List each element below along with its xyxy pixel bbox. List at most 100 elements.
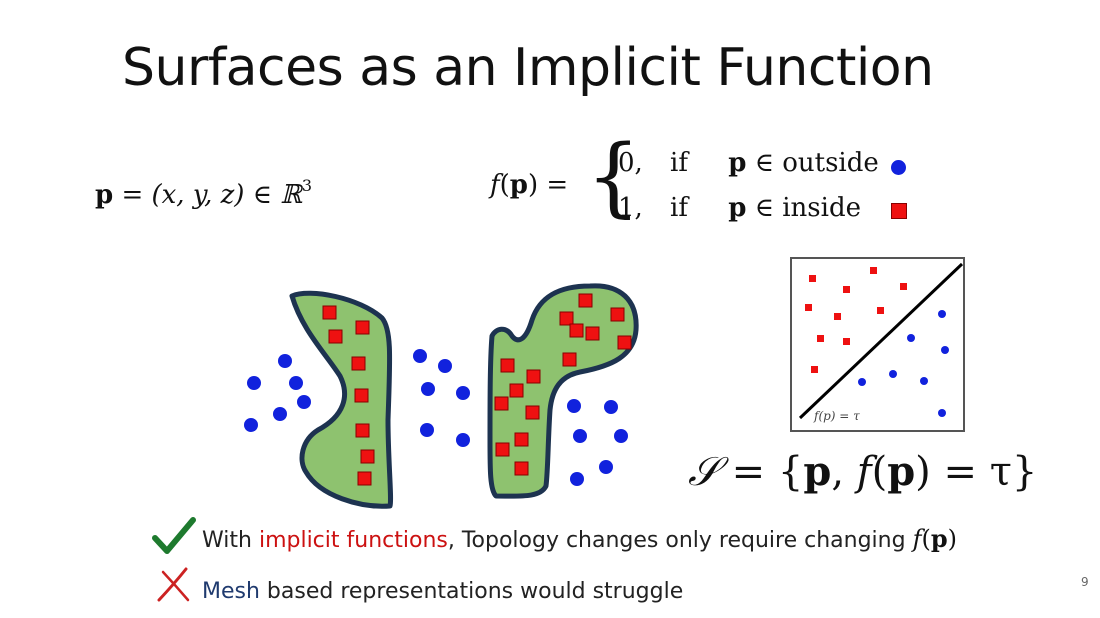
case-outside: 0, if p ∈ outside	[618, 148, 879, 178]
boundary-line	[798, 262, 964, 420]
red-square-icon	[834, 313, 841, 320]
surface-eq-open: = {	[718, 449, 804, 495]
blue-dot-icon	[289, 376, 303, 390]
inset-outside-points	[858, 310, 949, 417]
bullet-math-p: p	[930, 524, 948, 553]
case-inside-if: if	[670, 193, 688, 223]
point-symbol: p	[95, 180, 114, 210]
case-inside-value: 1,	[618, 193, 643, 223]
red-square-icon	[355, 320, 370, 335]
red-square-icon	[354, 388, 369, 403]
surface-symbol: 𝒮	[688, 449, 719, 495]
red-square-icon	[585, 326, 600, 341]
function-argument: p	[509, 170, 528, 200]
blue-dot-icon	[920, 377, 928, 385]
cross-icon	[157, 567, 190, 602]
red-square-icon	[805, 304, 812, 311]
bullet-math-f: f	[912, 525, 922, 553]
blue-dot-icon	[573, 429, 587, 443]
red-square-icon	[357, 471, 372, 486]
red-square-icon	[509, 383, 524, 398]
blue-dot-icon	[907, 334, 915, 342]
blue-dot-icon	[244, 418, 258, 432]
case-inside-p: p	[728, 193, 747, 223]
blue-dot-icon	[421, 382, 435, 396]
blue-dot-icon	[599, 460, 613, 474]
inside-points-left	[322, 305, 375, 486]
surface-set-equation: 𝒮 = {p, f(p) = τ}	[688, 448, 1038, 495]
check-icon	[152, 517, 196, 554]
case-inside: 1, if p ∈ inside	[618, 193, 861, 223]
red-square-icon	[514, 432, 529, 447]
function-symbol: f	[490, 170, 500, 200]
red-square-icon	[495, 442, 510, 457]
red-square-icon	[817, 335, 824, 342]
curly-brace: {	[586, 127, 641, 227]
red-square-icon	[562, 352, 577, 367]
red-square-icon	[877, 307, 884, 314]
red-square-icon	[843, 338, 850, 345]
red-square-icon	[900, 283, 907, 290]
inset-inside-points	[805, 267, 907, 373]
bullet-mesh-rest: based representations would struggle	[259, 579, 684, 604]
surface-eq-fp: p	[887, 448, 916, 495]
surface-eq-p: p	[803, 448, 832, 495]
red-square-icon	[617, 335, 632, 350]
bullet-mesh-text: Mesh based representations would struggl…	[202, 579, 683, 604]
red-square-icon	[500, 358, 515, 373]
blue-dot-icon	[938, 310, 946, 318]
red-square-icon	[525, 405, 540, 420]
blue-dot-icon	[567, 399, 581, 413]
blue-dot-icon	[938, 409, 946, 417]
outside-points	[244, 349, 628, 486]
blue-dot-icon	[891, 160, 906, 175]
bullet-implicit-highlight: implicit functions	[258, 528, 448, 553]
case-inside-condition: ∈ inside	[754, 193, 861, 223]
red-square-icon	[578, 293, 593, 308]
bullet-implicit-rest: , Topology changes only require changing	[447, 528, 913, 553]
blue-dot-icon	[456, 433, 470, 447]
page-number: 9	[1081, 575, 1089, 589]
blue-dot-icon	[941, 346, 949, 354]
case-outside-if: if	[670, 148, 688, 178]
point-definition: p = (x, y, z) ∈ ℝ3	[95, 176, 312, 210]
blue-dot-icon	[570, 472, 584, 486]
case-outside-condition: ∈ outside	[754, 148, 879, 178]
red-square-icon	[811, 366, 818, 373]
case-outside-value: 0,	[618, 148, 643, 178]
red-square-icon	[526, 369, 541, 384]
bullet-implicit-prefix: With	[202, 528, 259, 553]
decision-boundary-inset: f(p) = τ	[790, 257, 965, 432]
red-square-icon	[322, 305, 337, 320]
red-square-icon	[360, 449, 375, 464]
bullet-implicit-math: f(p)	[912, 524, 957, 553]
blue-dot-icon	[456, 386, 470, 400]
blue-dot-icon	[614, 429, 628, 443]
bullet-mesh-highlight: Mesh	[202, 579, 260, 604]
blue-dot-icon	[858, 378, 866, 386]
function-lhs: f(p) =	[490, 170, 569, 200]
blue-dot-icon	[297, 395, 311, 409]
blue-dot-icon	[413, 349, 427, 363]
blue-dot-icon	[273, 407, 287, 421]
red-square-icon	[809, 275, 816, 282]
red-square-icon	[351, 356, 366, 371]
blue-dot-icon	[889, 370, 897, 378]
red-square-icon	[494, 396, 509, 411]
slide-title: Surfaces as an Implicit Function	[122, 38, 934, 98]
inside-points-right	[494, 293, 632, 476]
point-exponent: 3	[301, 176, 313, 195]
inset-label: f(p) = τ	[813, 409, 860, 423]
blue-dot-icon	[278, 354, 292, 368]
blue-dot-icon	[438, 359, 452, 373]
surface-eq-rest: ) = τ}	[915, 449, 1038, 495]
red-square-icon	[891, 203, 907, 219]
bullet-implicit-text: With implicit functions, Topology change…	[202, 524, 957, 553]
red-square-icon	[355, 423, 370, 438]
case-outside-p: p	[728, 148, 747, 178]
red-square-icon	[610, 307, 625, 322]
red-square-icon	[843, 286, 850, 293]
surface-eq-comma: ,	[831, 449, 857, 495]
blue-dot-icon	[247, 376, 261, 390]
